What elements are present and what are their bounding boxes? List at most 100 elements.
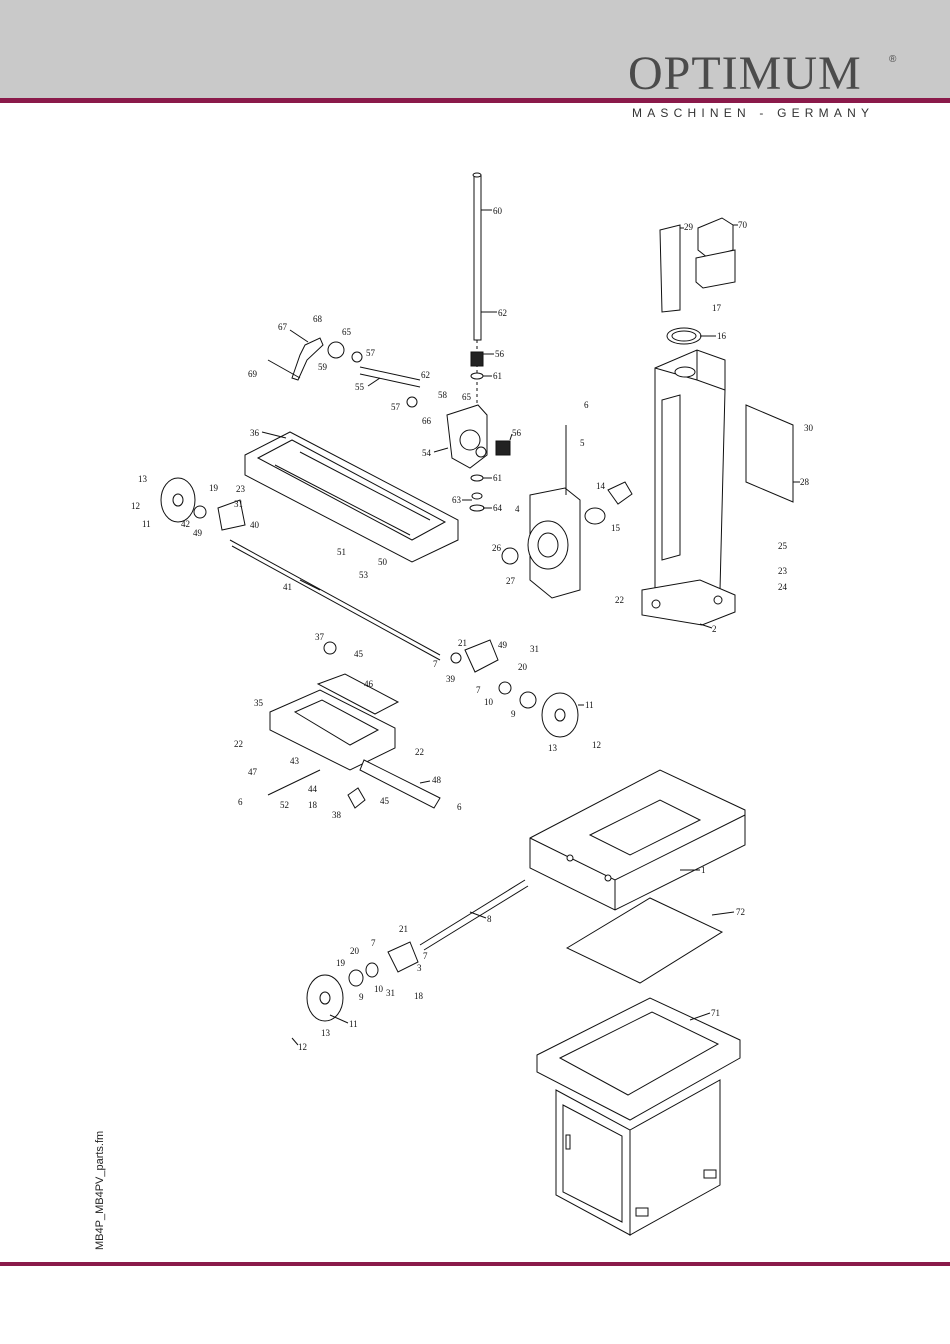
callout-label: 9: [359, 992, 364, 1002]
callout-label: 12: [131, 501, 140, 511]
callout-label: 6: [584, 400, 589, 410]
callout-label: 22: [415, 747, 424, 757]
callout-label: 68: [313, 314, 323, 324]
callout-label: 12: [298, 1042, 307, 1052]
callout-label: 58: [438, 390, 448, 400]
callout-label: 9: [511, 709, 516, 719]
callout-label: 37: [315, 632, 325, 642]
callout-label: 56: [512, 428, 522, 438]
callout-label: 59: [318, 362, 328, 372]
cabinet-stand: [536, 997, 741, 1236]
callout-label: 2: [712, 624, 717, 634]
callout-label: 7: [371, 938, 376, 948]
footer-accent-rule: [0, 1262, 950, 1266]
part-callouts: 60 62 56 61 61 63 64 56 65 58 66 54 62 5…: [131, 206, 814, 1052]
callout-label: 3: [417, 963, 422, 973]
callout-label: 63: [452, 495, 462, 505]
callout-label: 6: [457, 802, 462, 812]
callout-label: 26: [492, 543, 502, 553]
callout-label: 13: [138, 474, 148, 484]
callout-label: 50: [378, 557, 388, 567]
callout-label: 51: [337, 547, 346, 557]
callout-label: 25: [778, 541, 788, 551]
callout-label: 31: [530, 644, 539, 654]
callout-label: 46: [364, 679, 374, 689]
callout-label: 45: [380, 796, 390, 806]
callout-label: 31: [234, 499, 243, 509]
callout-label: 64: [493, 503, 503, 513]
callout-label: 13: [548, 743, 558, 753]
gear-housing: [446, 404, 511, 469]
callout-label: 12: [592, 740, 601, 750]
callout-label: 29: [684, 222, 694, 232]
registered-mark: ®: [889, 54, 897, 65]
file-name-label: MB4P_MB4PV_parts.fm: [94, 1130, 106, 1250]
callout-label: 67: [278, 322, 288, 332]
callout-label: 19: [336, 958, 346, 968]
callout-label: 22: [234, 739, 243, 749]
y-axis-assembly: [306, 879, 529, 1022]
callout-label: 56: [495, 349, 505, 359]
callout-label: 24: [778, 582, 788, 592]
callout-label: 22: [615, 595, 624, 605]
callout-label: 7: [433, 659, 438, 669]
callout-label: 70: [738, 220, 748, 230]
callout-label: 62: [498, 308, 507, 318]
callout-label: 54: [422, 448, 432, 458]
callout-label: 4: [515, 504, 520, 514]
cover-plate: [745, 404, 794, 503]
callout-label: 65: [342, 327, 352, 337]
callout-label: 7: [476, 685, 481, 695]
callout-label: 43: [290, 756, 300, 766]
callout-label: 16: [717, 331, 727, 341]
callout-label: 31: [386, 988, 395, 998]
callout-label: 21: [399, 924, 408, 934]
callout-label: 38: [332, 810, 342, 820]
headstock: [501, 425, 633, 599]
callout-label: 13: [321, 1028, 331, 1038]
callout-label: 28: [800, 477, 810, 487]
callout-label: 6: [238, 797, 243, 807]
callout-label: 30: [804, 423, 814, 433]
callout-label: 10: [484, 697, 494, 707]
callout-label: 5: [580, 438, 585, 448]
motor: [659, 217, 736, 345]
optimum-logo: OPTIMUM: [628, 47, 862, 100]
callout-label: 18: [308, 800, 318, 810]
fine-feed-handle: [267, 337, 421, 408]
callout-label: 18: [414, 991, 424, 1001]
callout-label: 20: [518, 662, 528, 672]
callout-label: 8: [487, 914, 492, 924]
callout-label: 11: [349, 1019, 358, 1029]
callout-label: 17: [712, 303, 722, 313]
callout-label: 49: [193, 528, 203, 538]
callout-label: 11: [142, 519, 151, 529]
callout-label: 40: [250, 520, 260, 530]
work-table: [244, 431, 459, 563]
callout-label: 1: [701, 865, 706, 875]
callout-label: 45: [354, 649, 364, 659]
callout-label: 62: [421, 370, 430, 380]
callout-label: 53: [359, 570, 369, 580]
callout-label: 69: [248, 369, 258, 379]
callout-label: 61: [493, 371, 502, 381]
x-axis-handwheel-right: [450, 639, 579, 738]
callout-label: 57: [366, 348, 376, 358]
callout-label: 72: [736, 907, 745, 917]
callout-label: 15: [611, 523, 621, 533]
x-axis-handwheel-left: [160, 477, 441, 661]
callout-label: 36: [250, 428, 260, 438]
callout-label: 47: [248, 767, 258, 777]
callout-label: 7: [423, 951, 428, 961]
callout-label: 65: [462, 392, 472, 402]
column-body: [641, 349, 736, 626]
page-header: [0, 0, 950, 98]
callout-label: 14: [596, 481, 606, 491]
callout-label: 57: [391, 402, 401, 412]
callout-label: 60: [493, 206, 503, 216]
callout-label: 11: [585, 700, 594, 710]
base: [529, 769, 746, 911]
callout-label: 39: [446, 674, 456, 684]
callout-label: 35: [254, 698, 264, 708]
